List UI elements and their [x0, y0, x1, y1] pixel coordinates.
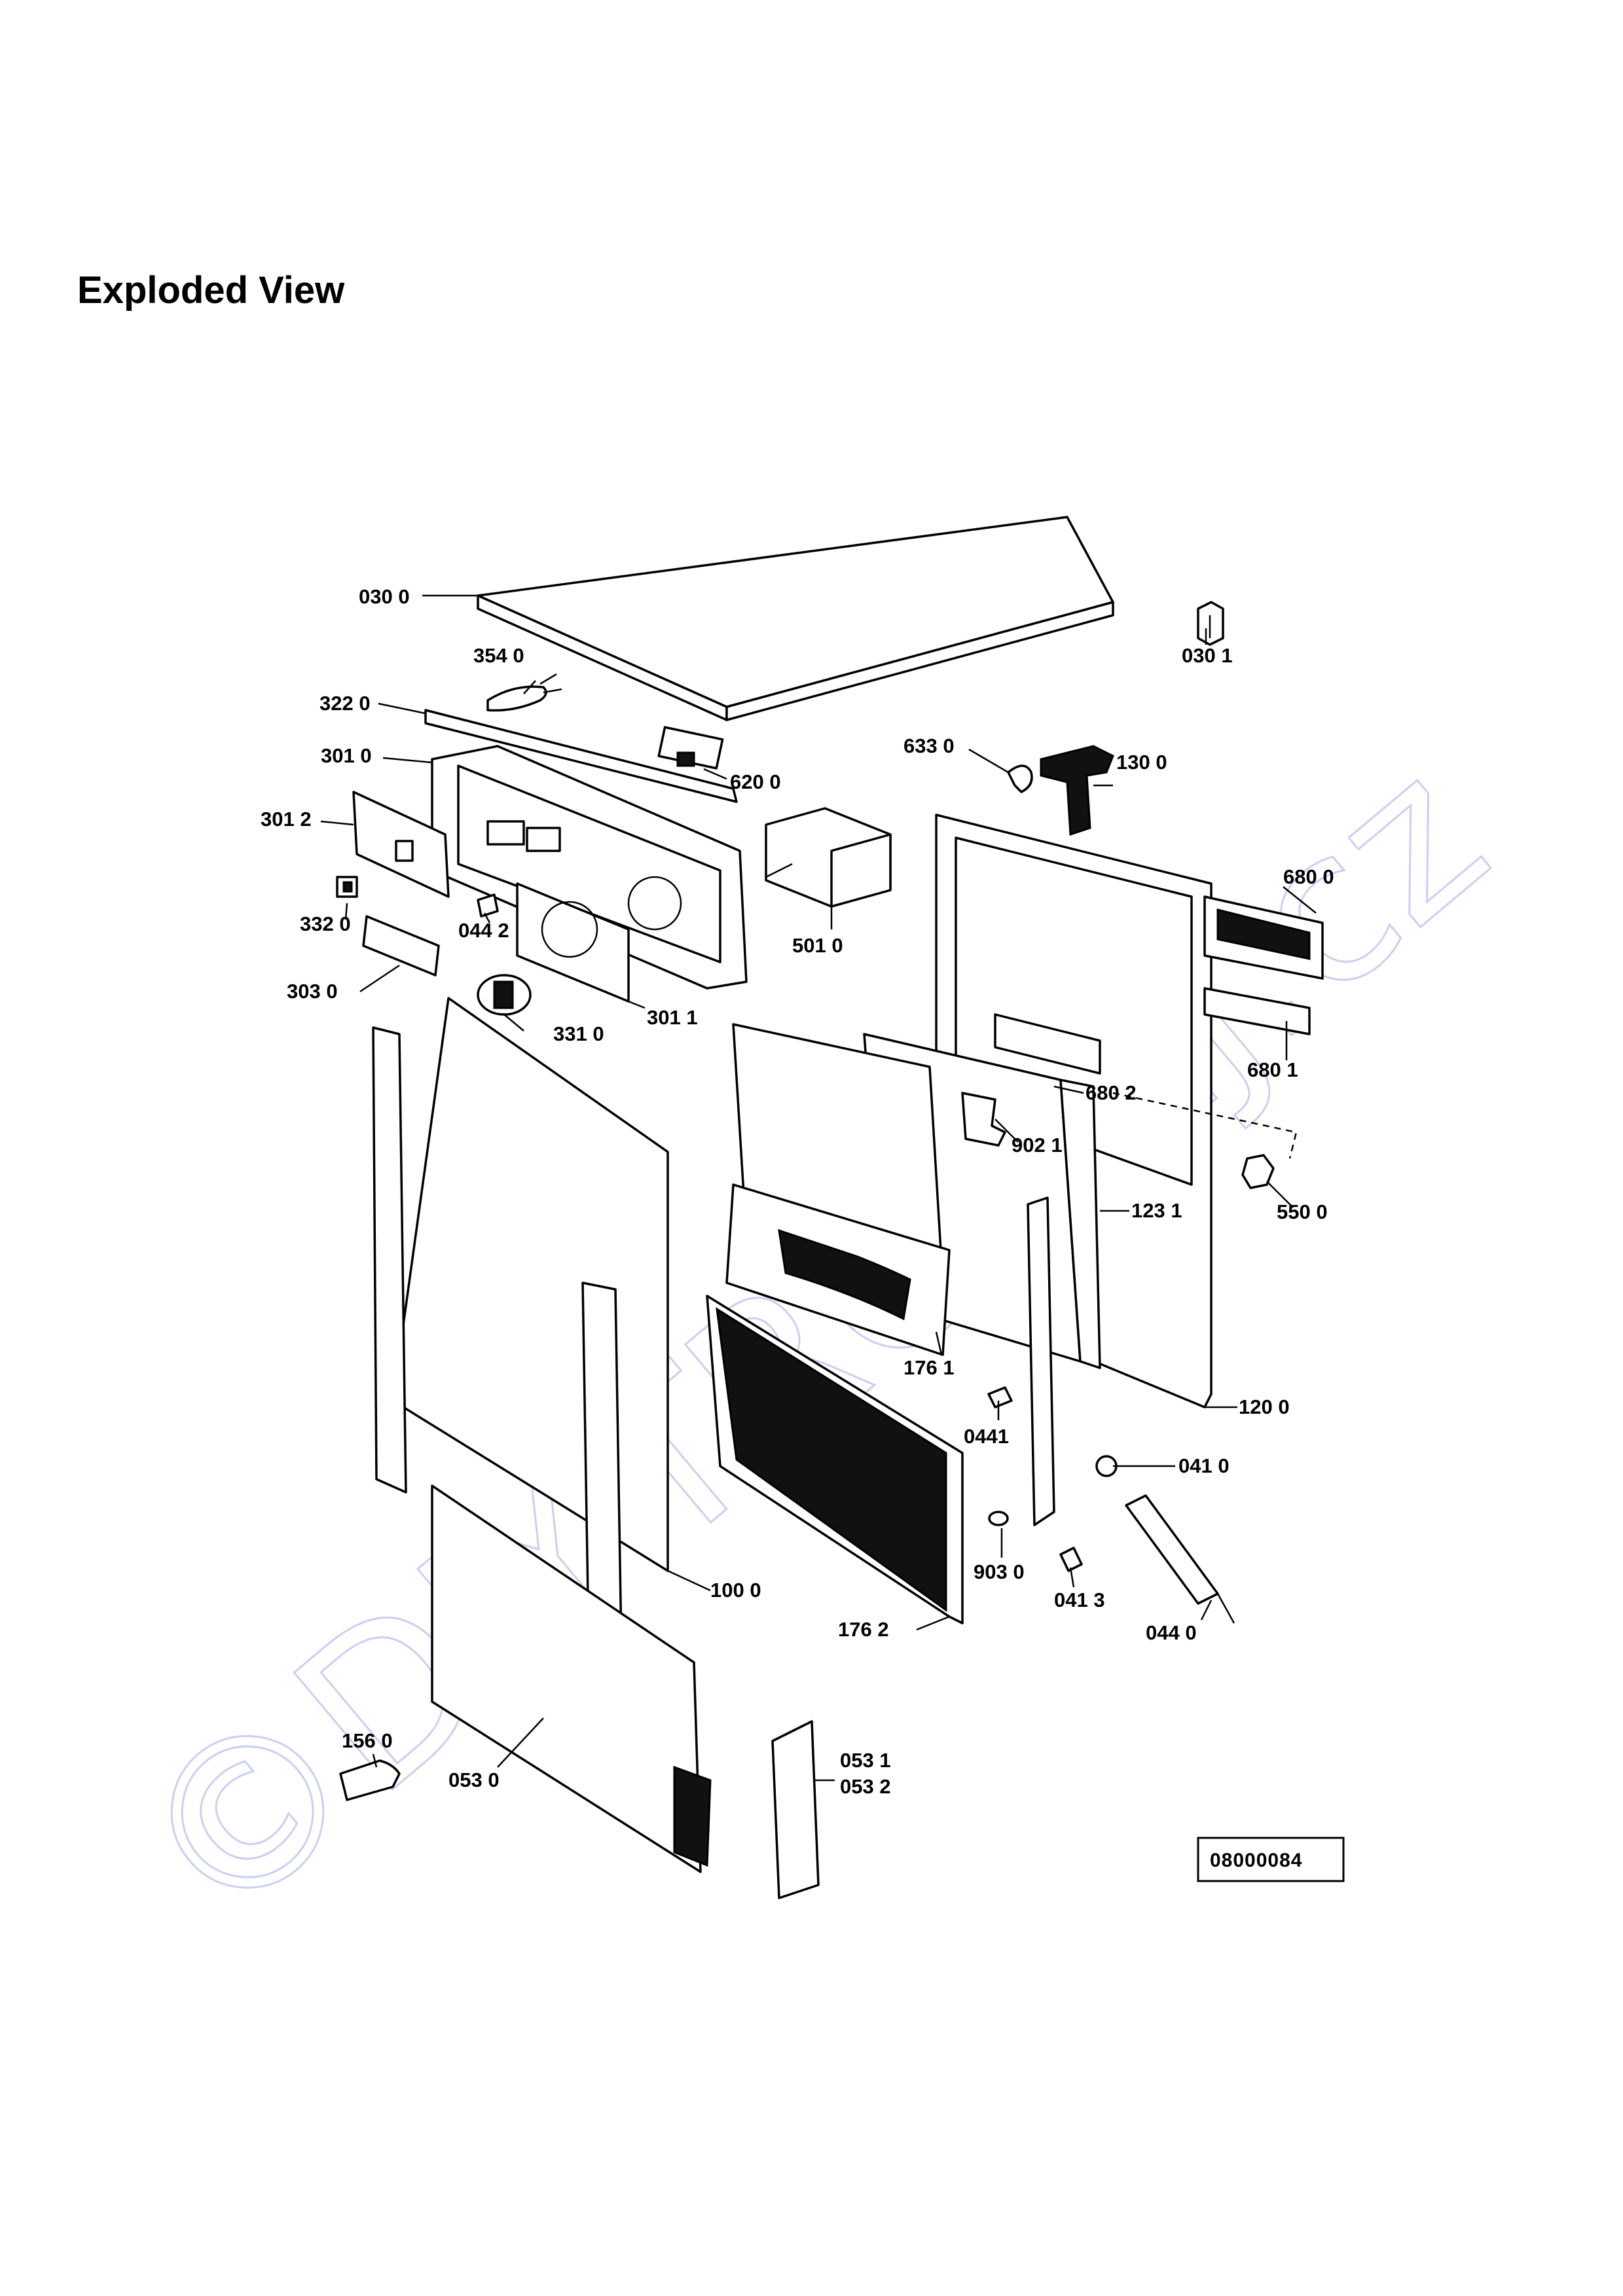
leader-lines [320, 594, 1317, 1782]
label-6801: 680 1 [1247, 1058, 1298, 1081]
label-3540: 354 0 [473, 644, 524, 667]
top-cover [477, 516, 1114, 721]
label-3010: 301 0 [321, 744, 372, 767]
label-1200: 120 0 [1239, 1395, 1290, 1418]
label-1231: 123 1 [1131, 1199, 1182, 1222]
label-1000: 100 0 [710, 1579, 761, 1602]
page-title: Exploded View [77, 269, 345, 312]
bracket-small [1197, 601, 1224, 646]
electronic-module [1203, 895, 1324, 980]
diagram-code-box [1197, 1837, 1345, 1882]
label-3310: 331 0 [553, 1022, 604, 1045]
label-9030: 903 0 [974, 1560, 1025, 1583]
label-0440: 044 0 [1146, 1621, 1197, 1644]
door-switch [657, 726, 724, 770]
label-0300: 030 0 [359, 585, 410, 608]
insulation-lower [706, 1295, 964, 1624]
trim-strip [424, 709, 738, 803]
label-6200: 620 0 [730, 770, 781, 793]
outer-door [372, 997, 669, 1683]
label-0301: 030 1 [1182, 644, 1233, 667]
program-knob [477, 974, 532, 1016]
washer [988, 1511, 1009, 1526]
label-0531: 053 1 [840, 1749, 891, 1772]
label-5010: 501 0 [792, 934, 843, 957]
clip-part [1007, 764, 1033, 793]
label-6800: 680 0 [1283, 865, 1334, 888]
label-3220: 322 0 [319, 692, 371, 715]
label-3030: 303 0 [287, 980, 338, 1003]
hinge-arm [1027, 1196, 1118, 1526]
label-3012: 301 2 [261, 808, 312, 831]
label-0442: 044 2 [458, 919, 509, 942]
label-3011: 301 1 [647, 1006, 698, 1029]
kick-plate [431, 1484, 712, 1873]
label-0532: 053 2 [840, 1775, 891, 1798]
hinge-pin [987, 1386, 1013, 1408]
diagram-code: 08000084 [1210, 1850, 1302, 1871]
screw [1059, 1547, 1083, 1572]
label-1761: 176 1 [903, 1356, 955, 1379]
part-labels: 030 0 030 1 354 0 322 0 301 0 620 0 633 … [261, 585, 1334, 1798]
panel-bracket [961, 1092, 1006, 1147]
foot-part [339, 1759, 401, 1801]
door-spring [1125, 1494, 1235, 1624]
fastener [1112, 1092, 1298, 1189]
side-plate [771, 1720, 820, 1899]
label-0410: 041 0 [1178, 1454, 1230, 1477]
spring-clip [477, 893, 499, 918]
small-rod-part [486, 673, 562, 712]
label-1762: 176 2 [838, 1618, 889, 1641]
label-6330: 633 0 [903, 734, 955, 757]
label-0530: 053 0 [448, 1768, 500, 1791]
label-1560: 156 0 [342, 1729, 393, 1752]
label-9021: 902 1 [1012, 1134, 1063, 1157]
label-6802: 680 2 [1085, 1081, 1137, 1104]
label-5500: 550 0 [1277, 1200, 1328, 1223]
label-0441: 0441 [964, 1425, 1009, 1448]
label-3320: 332 0 [300, 912, 351, 935]
timer [765, 807, 892, 908]
insulation-upper [725, 1183, 951, 1356]
panel-insert [352, 791, 450, 898]
button-strip [362, 915, 440, 977]
small-knob [336, 876, 358, 898]
label-0413: 041 3 [1054, 1588, 1105, 1611]
module-cover [1203, 987, 1311, 1035]
label-1300: 130 0 [1116, 751, 1167, 774]
door-lock [1040, 745, 1114, 836]
